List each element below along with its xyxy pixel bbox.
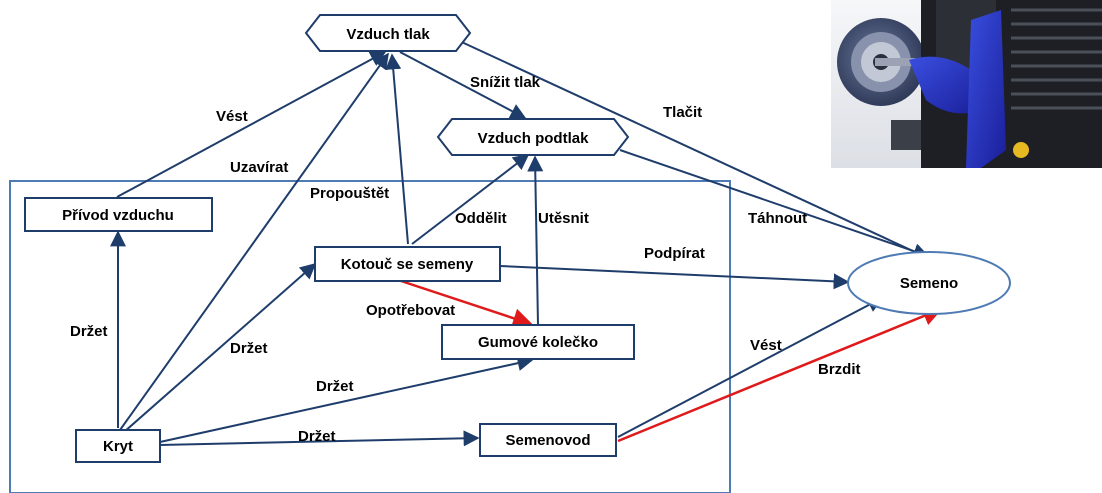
- label-oddelit: Oddělit: [455, 210, 507, 227]
- node-vzduch-tlak-shape: [304, 14, 472, 52]
- edge-utesnit: [527, 155, 544, 326]
- edge-drzet-gumove: [159, 355, 534, 443]
- label-propoustet: Propouštět: [310, 185, 389, 202]
- edge-tahnout: [619, 149, 930, 259]
- edge-uzavirat: [119, 52, 389, 431]
- label-tlacit: Tlačit: [663, 104, 702, 121]
- edge-vest-bottom: [617, 297, 884, 438]
- node-kotouc: Kotouč se semeny: [341, 256, 474, 273]
- node-vzduch-podtlak-shape: [436, 118, 630, 156]
- label-utesnit: Utěsnit: [538, 210, 589, 227]
- node-semeno-shape: [847, 251, 1011, 315]
- edge-tlacit: [439, 31, 930, 260]
- node-privod-vzduchu: Přívod vzduchu: [62, 207, 174, 224]
- label-uzavirat: Uzavírat: [230, 159, 288, 176]
- seed-drill-image-icon: [831, 0, 1102, 168]
- node-gumove-kolecko: Gumové kolečko: [478, 334, 598, 351]
- edge-drzet-semenovod: [159, 430, 480, 447]
- label-drzet-semenovod: Držet: [298, 428, 336, 445]
- node-vzduch-tlak: Vzduch tlak: [346, 26, 430, 43]
- label-snizit-tlak: Snížit tlak: [470, 74, 541, 91]
- edge-drzet-kotouc: [123, 262, 317, 433]
- edge-snizit-tlak: [399, 51, 527, 119]
- label-tahnout: Táhnout: [748, 210, 807, 227]
- node-kryt: Kryt: [103, 438, 133, 455]
- system-boundary: [9, 180, 731, 493]
- node-vzduch-podtlak: Vzduch podtlak: [478, 130, 589, 147]
- node-semeno: Semeno: [900, 275, 958, 292]
- label-vest-bottom: Vést: [750, 337, 782, 354]
- seed-drill-photo: [831, 0, 1102, 168]
- label-podpirat: Podpírat: [644, 245, 705, 262]
- label-brzdit: Brzdit: [818, 361, 861, 378]
- label-drzet-kotouc: Držet: [230, 340, 268, 357]
- node-kryt-shape: [75, 429, 161, 463]
- edge-oddelit: [411, 154, 530, 245]
- label-drzet-left: Držet: [70, 323, 108, 340]
- label-vest-top: Vést: [216, 108, 248, 125]
- label-opotrebovat: Opotřebovat: [366, 302, 455, 319]
- label-drzet-gumove: Držet: [316, 378, 354, 395]
- edge-podpirat: [499, 265, 850, 290]
- node-privod-vzduchu-shape: [24, 197, 213, 232]
- node-kotouc-shape: [314, 246, 501, 282]
- edge-opotrebovat: [391, 276, 533, 328]
- node-semenovod: Semenovod: [505, 432, 590, 449]
- edge-propoustet: [385, 53, 409, 245]
- edge-vest-top: [116, 51, 387, 198]
- node-semenovod-shape: [479, 423, 617, 457]
- edge-brzdit: [617, 306, 943, 443]
- node-gumove-kolecko-shape: [441, 324, 635, 360]
